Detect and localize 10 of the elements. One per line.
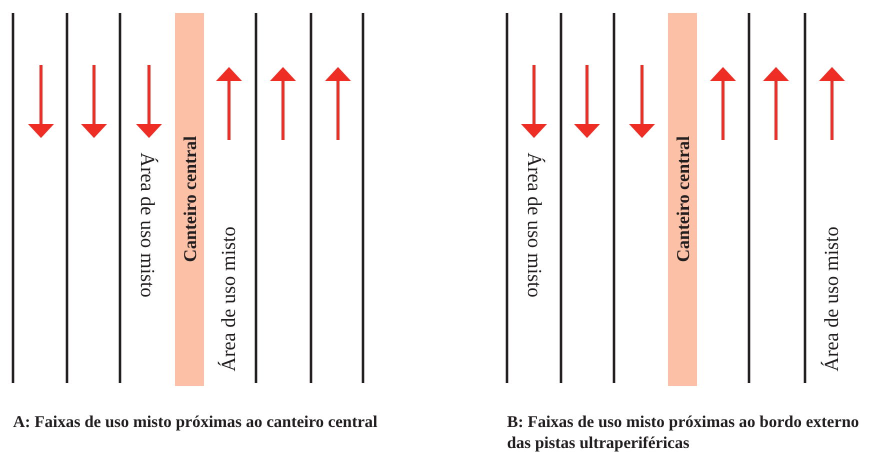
zone-label: Área de uso misto <box>524 152 544 298</box>
zone-label: Área de uso misto <box>137 152 157 298</box>
median-strip <box>175 13 204 386</box>
panel-caption: B: Faixas de uso misto próximas ao bordo externo das pistas ultraperiféricas <box>507 411 860 453</box>
median-strip <box>668 13 697 386</box>
zone-label: Área de uso misto <box>822 226 842 372</box>
panel-caption: A: Faixas de uso misto próximas ao canteiro central <box>13 411 378 432</box>
median-label: Canteiro central <box>674 136 692 262</box>
zone-label: Área de uso misto <box>219 226 239 372</box>
median-label: Canteiro central <box>180 136 198 262</box>
